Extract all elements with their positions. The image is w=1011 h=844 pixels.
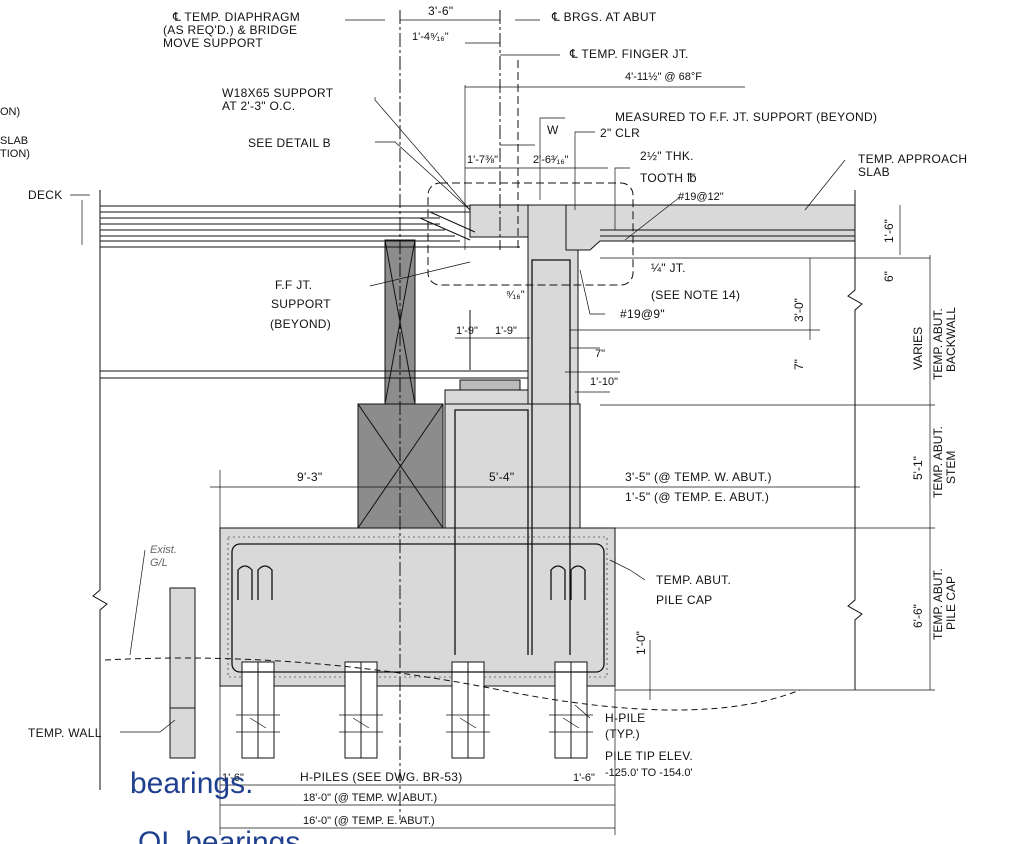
exist-gl: Exist. (150, 544, 177, 556)
dim-7b: 7" (792, 359, 806, 370)
dim-1-10: 1'-10" (590, 376, 618, 388)
see-note-14: (SEE NOTE 14) (651, 288, 740, 302)
cl-diaphragm-label: ℄ TEMP. DIAPHRAGM (172, 10, 300, 24)
dimension-lines (81, 19, 935, 835)
tooth-label-2: TOOTH ℔ (640, 171, 697, 185)
cl-finger-label: ℄ TEMP. FINGER JT. (569, 47, 689, 61)
temp-wall (169, 587, 196, 709)
slide-text-bearings: bearings. (130, 767, 253, 800)
pile-tip-label-2: -125.0' TO -154.0' (605, 767, 693, 779)
rebar-19-12: #19@12" (678, 191, 724, 203)
cap-label: TEMP. ABUT. (931, 568, 945, 640)
dim-6: 6" (882, 271, 896, 282)
dim-1-0: 1'-0" (634, 631, 648, 655)
leader-lines (70, 97, 846, 733)
cl-diaphragm-label-3: MOVE SUPPORT (163, 36, 263, 50)
dim-1-6-bl: 1'-6" (222, 772, 244, 784)
pile-cap-label-2: PILE CAP (656, 593, 712, 607)
varies-label: VARIES (911, 327, 925, 370)
dim-1-6-br: 1'-6" (573, 772, 595, 784)
dim-5-1: 5'-1" (911, 456, 925, 480)
slide-text-ol-bearings: OL bearings (138, 826, 300, 844)
left-cut-2: SLAB (0, 135, 28, 147)
dim-1-9b: 1'-9" (495, 325, 517, 337)
approach-label: TEMP. APPROACH (858, 152, 967, 166)
dim-1-4-9-16: 1'-4⁹⁄₁₆" (412, 31, 449, 43)
cl-brgs-label: ℄ BRGS. AT ABUT (551, 10, 657, 24)
left-cut-1: ON) (0, 106, 20, 118)
stem-label-2: STEM (944, 451, 958, 484)
rebar-19-9: #19@9" (620, 307, 665, 321)
pile-cap (219, 527, 616, 687)
hpiles-see: H-PILES (SEE DWG. BR-53) (300, 770, 463, 784)
h-piles (236, 661, 593, 759)
dim-16-0: 16'-0" (@ TEMP. E. ABUT.) (303, 815, 435, 827)
dim-3-5: 3'-5" (@ TEMP. W. ABUT.) (625, 470, 772, 484)
left-cut-3: TION) (0, 148, 30, 160)
dim-6-6: 6'-6" (911, 604, 925, 628)
detail-b-box (427, 182, 634, 286)
ff-jt-label: F.F JT. (275, 278, 312, 292)
hpile-label: H-PILE (605, 711, 645, 725)
approach-slab (565, 204, 856, 251)
stem-label: TEMP. ABUT. (931, 426, 945, 498)
dim-3-0: 3'-0" (792, 298, 806, 322)
abutment-stem (444, 403, 581, 529)
ff-jt-label-2: SUPPORT (271, 297, 331, 311)
tooth-label: 2½" THK. (640, 149, 694, 163)
backwall-label: TEMP. ABUT. (931, 308, 945, 380)
deck-label: DECK (28, 188, 63, 202)
hpile-label-2: (TYP.) (605, 727, 640, 741)
w18-label-2: AT 2'-3" O.C. (222, 99, 295, 113)
dim-1-6-top: 1'-6" (882, 219, 896, 243)
girder-lines (100, 205, 528, 379)
jt-label: ¼" JT. (651, 261, 686, 275)
pile-tip-label: PILE TIP ELEV. (605, 749, 693, 763)
dim-4-11-half: 4'-11½" @ 68°F (625, 71, 702, 83)
temp-wall-label: TEMP. WALL (28, 726, 102, 740)
pile-cap-label: TEMP. ABUT. (656, 573, 731, 587)
cl-diaphragm-label-2: (AS REQ'D.) & BRIDGE (163, 23, 297, 37)
dim-9-16: ⁹⁄₁₆" (506, 289, 525, 301)
clr-label: 2" CLR (600, 126, 640, 140)
dim-3-6: 3'-6" (428, 4, 453, 18)
backwall-label-2: BACKWALL (944, 307, 958, 372)
dim-1-7-3-8: 1'-7⅜" (467, 154, 498, 166)
centerlines (399, 10, 519, 820)
approach-label-2: SLAB (858, 165, 890, 179)
dim-1-5: 1'-5" (@ TEMP. E. ABUT.) (625, 490, 769, 504)
dim-9-3: 9'-3" (297, 470, 322, 484)
dim-5-4: 5'-4" (489, 470, 514, 484)
exist-gl-2: G/L (150, 557, 168, 569)
dim-1-9a: 1'-9" (456, 325, 478, 337)
see-detail-b: SEE DETAIL B (248, 136, 331, 150)
measured-label: MEASURED TO F.F. JT. SUPPORT (BEYOND) (615, 110, 877, 124)
w18-label: W18X65 SUPPORT (222, 86, 334, 100)
dim-18-0: 18'-0" (@ TEMP. W. ABUT.) (303, 792, 437, 804)
dim-2-6-3-16: 2'-6³⁄₁₆" (533, 154, 569, 166)
cap-label-2: PILE CAP (944, 576, 958, 630)
w-label: W (547, 123, 559, 137)
pile-cap-rebar (231, 259, 605, 673)
dim-7a: 7" (595, 348, 605, 360)
ff-jt-label-3: (BEYOND) (270, 317, 331, 331)
